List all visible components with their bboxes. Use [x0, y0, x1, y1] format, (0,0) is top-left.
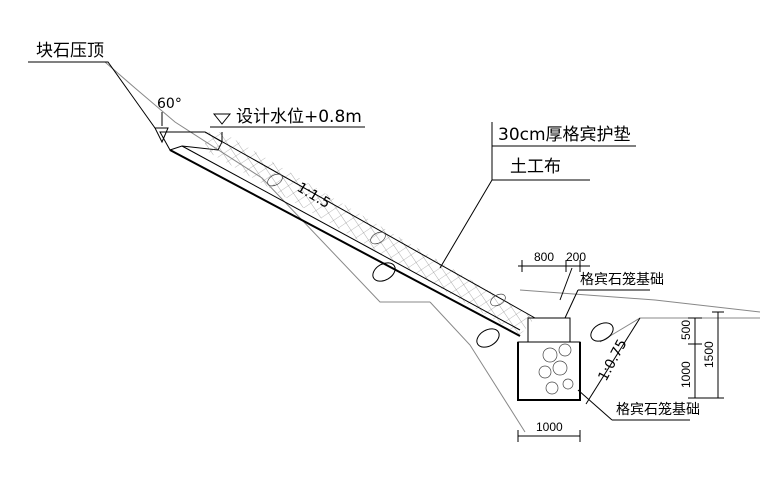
bottom-dimension: 1000 [517, 420, 581, 442]
dim-1000-horizontal-label: 1000 [536, 420, 563, 434]
riprap-label-group: 块石压顶 [28, 41, 156, 129]
gabion-foundation [517, 317, 581, 401]
vertical-dimensions: 500 1000 1500 [679, 311, 724, 399]
dim-500-label: 500 [679, 320, 693, 340]
dim-200-label: 200 [566, 250, 586, 264]
gabion-mattress [169, 131, 536, 337]
water-level-group: 设计水位+0.8m [210, 107, 365, 128]
triangle-down-icon [212, 113, 232, 125]
soil-stones [267, 173, 614, 348]
top-dimension: 800 200 [518, 250, 590, 301]
dim-1500-label: 1500 [702, 341, 716, 368]
gabion-base-top-label: 格宾石笼基础 [580, 271, 664, 288]
dim-800-label: 800 [534, 250, 554, 264]
riprap-top-label: 块石压顶 [36, 41, 104, 61]
water-level-label: 设计水位+0.8m [236, 107, 362, 127]
mattress-label: 30cm厚格宾护垫 [498, 125, 631, 145]
geotextile-label: 土工布 [510, 157, 561, 177]
angle-label: 60° [157, 96, 182, 112]
gabion-base-bottom-label: 格宾石笼基础 [616, 401, 700, 418]
dim-1000-vertical-label: 1000 [679, 361, 693, 388]
foundation-stones [538, 343, 574, 395]
gabion-base-top-callout: 格宾石笼基础 [564, 271, 664, 319]
mattress-callout: 30cm厚格宾护垫 土工布 [439, 122, 636, 269]
gabion-base-bottom-callout: 格宾石笼基础 [577, 389, 700, 421]
